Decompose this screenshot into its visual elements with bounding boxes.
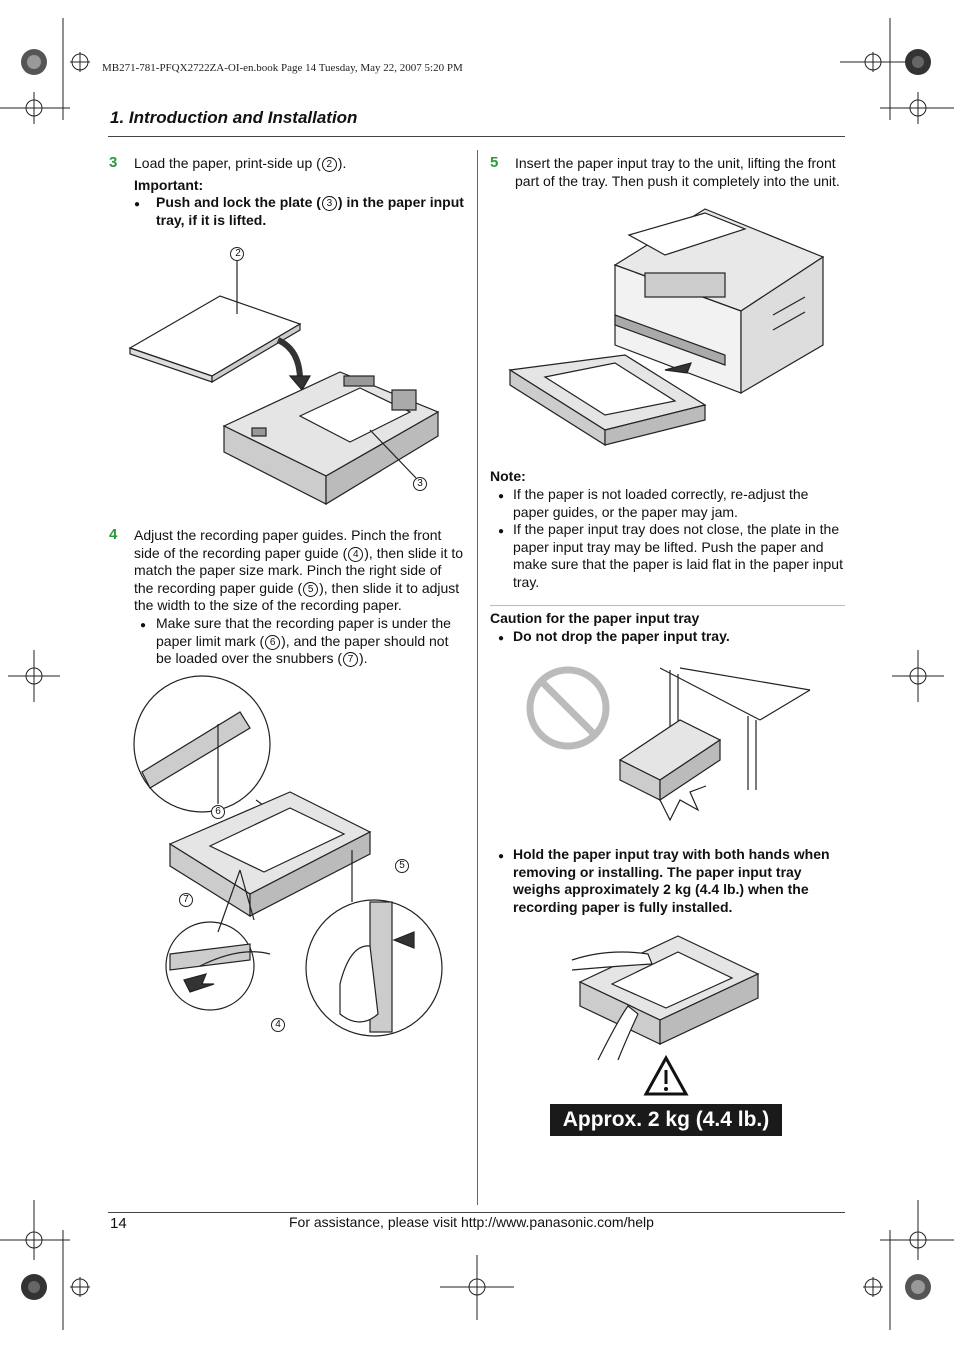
print-info-line: MB271-781-PFQX2722ZA-OI-en.book Page 14 … <box>102 62 463 74</box>
note-bullet-1: ● If the paper is not loaded correctly, … <box>498 486 809 520</box>
important-bullet: ● Push and lock the plate (3) in the pap… <box>134 194 464 228</box>
step-4-text: Adjust the recording paper guides. Pinch… <box>134 527 464 614</box>
step-4-bullet: ● Make sure that the recording paper is … <box>140 615 451 668</box>
do-not-drop-illustration <box>526 666 811 822</box>
callout-4: 4 <box>275 1019 281 1030</box>
hold-tray-illustration <box>571 935 760 1096</box>
weight-label: Approx. 2 kg (4.4 lb.) <box>550 1104 782 1136</box>
paper-guides-illustration <box>133 675 443 1037</box>
callout-6: 6 <box>215 806 221 817</box>
step-5-text: Insert the paper input tray to the unit,… <box>515 155 840 189</box>
step-3-text: Load the paper, print-side up (2). <box>134 155 347 172</box>
footer-help-text: For assistance, please visit http://www.… <box>289 1214 654 1230</box>
caution-title: Caution for the paper input tray <box>490 610 700 626</box>
step-4-number: 4 <box>109 526 118 543</box>
callout-7: 7 <box>183 894 189 905</box>
important-label: Important: <box>134 177 204 193</box>
callout-2: 2 <box>235 248 241 259</box>
callout-3: 3 <box>417 478 423 489</box>
caution-bullet-2: ● Hold the paper input tray with both ha… <box>498 846 830 915</box>
note-bullet-2: ● If the paper input tray does not close… <box>498 521 843 590</box>
footer-rule <box>108 1212 845 1213</box>
step-3-number: 3 <box>109 154 118 171</box>
load-paper-illustration <box>128 247 440 506</box>
insert-tray-illustration <box>508 208 825 447</box>
section-title: 1. Introduction and Installation <box>110 108 358 127</box>
column-separator <box>477 150 478 1205</box>
callout-5: 5 <box>399 860 405 871</box>
header-rule <box>108 136 845 137</box>
step-5-number: 5 <box>490 154 499 171</box>
note-label: Note: <box>490 468 526 484</box>
note-rule <box>490 605 845 606</box>
page-number: 14 <box>110 1215 127 1232</box>
caution-bullet-1: ● Do not drop the paper input tray. <box>498 628 730 644</box>
ref-2: 2 <box>321 157 337 172</box>
